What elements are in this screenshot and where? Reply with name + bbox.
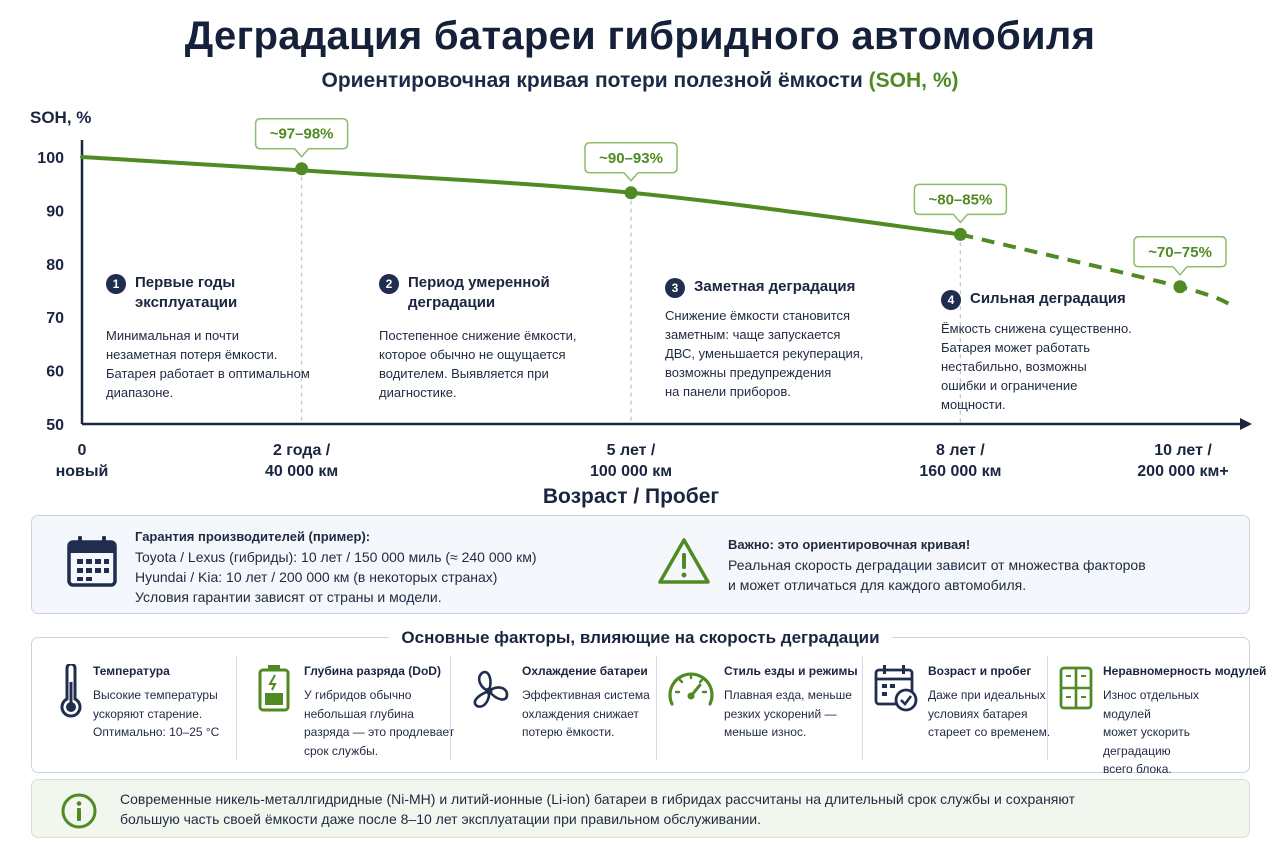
factor-title: Стиль езды и режимы: [724, 664, 858, 678]
page-subtitle: Ориентировочная кривая потери полезной ё…: [0, 69, 1280, 93]
calendar-check-icon: [874, 665, 918, 712]
value-callout-box: [1133, 236, 1227, 276]
stage-description: Постепенное снижение ёмкости,которое обы…: [379, 328, 577, 400]
factor-title: Неравномерность модулей: [1103, 664, 1267, 678]
x-tick-label: 10 лет /: [1154, 442, 1212, 459]
factor-divider: [236, 656, 237, 760]
data-point: [953, 227, 967, 241]
info-icon: [61, 793, 97, 829]
stage-description: Ёмкость снижена существенно.Батарея може…: [941, 321, 1132, 412]
x-tick-label: 40 000 км: [265, 463, 338, 480]
x-tick-label: 8 лет /: [936, 442, 985, 459]
factor-divider: [1047, 656, 1048, 760]
page-title: Деградация батареи гибридного автомобиля: [184, 14, 1096, 58]
value-callout-box: [584, 142, 678, 182]
battery-icon: [258, 665, 290, 712]
data-point: [624, 186, 638, 200]
warranty-heading: Гарантия производителей (пример):: [135, 529, 371, 544]
x-axis-arrow: [1240, 418, 1252, 430]
stage-3: 3 Заметная деградация Снижение ёмкости с…: [665, 277, 915, 401]
y-tick-label: 80: [46, 257, 64, 274]
value-callout-label: ~90–93%: [599, 150, 663, 167]
factor-divider: [862, 656, 863, 760]
modules-grid-icon: [1059, 666, 1093, 710]
subtitle-accent: (SOH, %): [868, 69, 959, 92]
data-point: [295, 162, 309, 176]
x-axis-label: Возраст / Пробег: [543, 485, 720, 508]
stage-number: 1: [106, 274, 126, 294]
factors-panel: Основные факторы, влияющие на скорость д…: [31, 628, 1266, 776]
value-callout-label: ~97–98%: [270, 126, 334, 143]
fan-icon: [473, 670, 509, 708]
factor-title: Глубина разряда (DoD): [304, 664, 441, 678]
x-tick-label: новый: [56, 463, 109, 480]
warranty-text: Гарантия производителей (пример): Toyota…: [135, 529, 537, 605]
warranty-panel: Гарантия производителей (пример): Toyota…: [31, 515, 1250, 614]
y-tick-label: 60: [46, 364, 64, 381]
factor-title: Температура: [93, 664, 170, 678]
stage-number: 4: [941, 290, 961, 310]
x-tick-label: 0: [78, 442, 87, 459]
x-tick-label: 100 000 км: [590, 463, 672, 480]
thermometer-icon: [60, 664, 82, 718]
factor-driving-style: Стиль езды и режимы Плавная езда, меньше…: [666, 658, 876, 762]
stage-number: 3: [665, 278, 685, 298]
info-text: Современные никель-металлгидридные (Ni-M…: [120, 791, 1075, 827]
y-tick-label: 50: [46, 417, 64, 434]
info-panel: Современные никель-металлгидридные (Ni-M…: [31, 779, 1250, 838]
y-tick-label: 90: [46, 203, 64, 220]
factors-title: Основные факторы, влияющие на скорость д…: [389, 628, 892, 647]
value-callout-box: [913, 183, 1008, 224]
x-tick-label: 200 000 км+: [1137, 463, 1228, 480]
y-tick-label: 70: [46, 310, 64, 327]
calendar-icon: [67, 536, 117, 587]
value-callout-label: ~80–85%: [928, 191, 992, 208]
important-note: Важно: это ориентировочная кривая! Реаль…: [728, 537, 1146, 593]
important-heading: Важно: это ориентировочная кривая!: [728, 537, 971, 552]
factor-module-imbalance: Неравномерность модулей Износ отдельных …: [1059, 658, 1266, 776]
warning-triangle-icon: [658, 538, 710, 584]
factor-title: Охлаждение батареи: [522, 664, 648, 678]
speedometer-icon: [668, 672, 714, 706]
value-callout-label: ~70–75%: [1148, 244, 1212, 261]
subtitle-main: Ориентировочная кривая потери полезной ё…: [321, 69, 863, 92]
x-tick-label: 5 лет /: [607, 442, 656, 459]
soh-chart: SOH, % Возраст / Пробег 100 90 80 70 60 50 0 новы…: [30, 108, 1252, 508]
x-tick-label: 2 года /: [273, 442, 331, 459]
x-tick-label: 160 000 км: [919, 463, 1001, 480]
value-callout-box: [254, 117, 349, 158]
y-tick-label: 100: [37, 150, 64, 167]
stage-number: 2: [379, 274, 399, 294]
factor-divider: [450, 656, 451, 760]
y-axis-label: SOH, %: [30, 108, 91, 127]
stage-4: 4 Сильная деградация Ёмкость снижена сущ…: [941, 289, 1191, 414]
stage-title: Заметная деградация: [694, 278, 856, 295]
stage-title: Сильная деградация: [970, 290, 1126, 307]
data-point: [1173, 280, 1187, 294]
factor-title: Возраст и пробег: [928, 664, 1032, 678]
soh-line-projected: [959, 232, 1236, 309]
soh-line-solid: [80, 155, 963, 237]
factor-divider: [656, 656, 657, 760]
